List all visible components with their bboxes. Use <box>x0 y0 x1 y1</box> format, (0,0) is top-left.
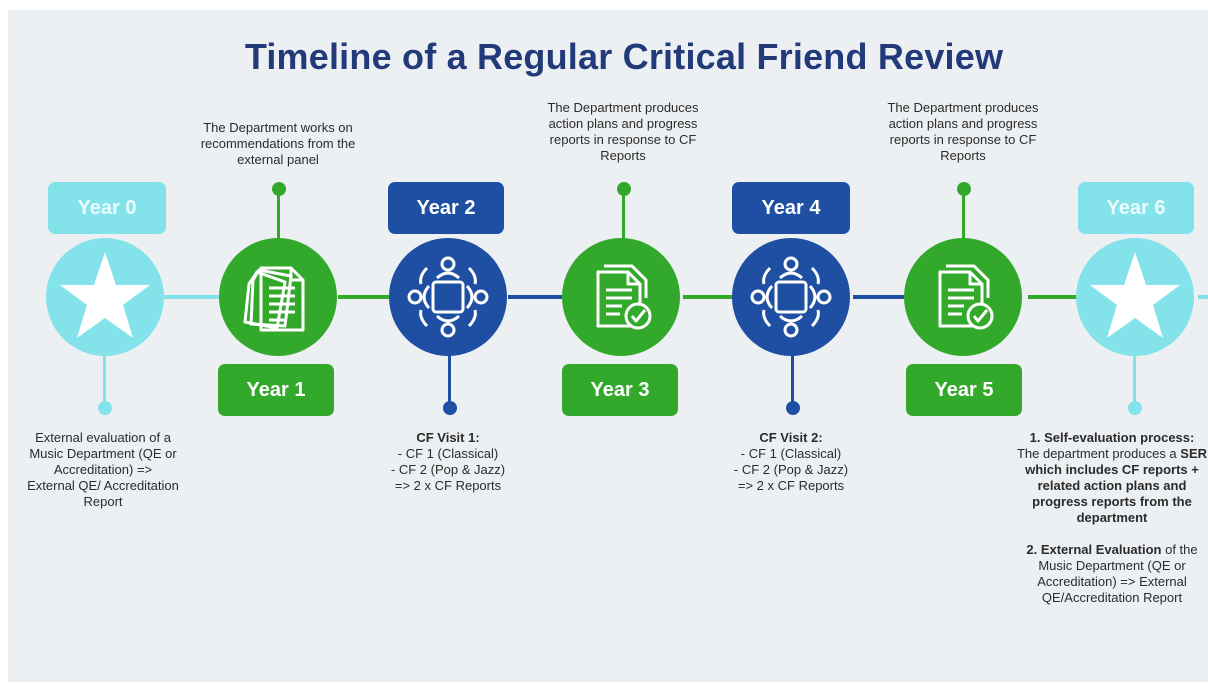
year1-note: The Department works on recommendations … <box>178 120 378 168</box>
external-evaluation-heading: 2. External Evaluation <box>1026 542 1162 557</box>
year0-note-line: Report <box>83 494 123 509</box>
year2-note-line: - CF 2 (Pop & Jazz) <box>390 462 506 477</box>
year3-circle <box>562 238 680 356</box>
year2-dot <box>443 401 457 415</box>
self-evaluation-bold: SER which includes CF reports + related … <box>1025 446 1208 525</box>
year6-dot <box>1128 401 1142 415</box>
documents-icon <box>243 266 305 332</box>
timeline-line-5-6 <box>1028 295 1095 299</box>
external-evaluation-text: of the Music Department (QE or Accredita… <box>1037 542 1198 605</box>
year3-note-line: Reports <box>600 148 646 163</box>
year0-note-line: Music Department (QE or <box>29 446 177 461</box>
year3-note-line: action plans and progress <box>548 116 698 131</box>
meeting-icon <box>407 256 489 338</box>
year1-label: Year 1 <box>218 364 334 416</box>
year0-stem <box>103 353 106 408</box>
self-evaluation-text: The department produces a <box>1016 446 1177 461</box>
year6-label: Year 6 <box>1078 182 1194 234</box>
report-check-icon <box>938 264 994 330</box>
timeline-line-2-3 <box>508 295 578 299</box>
year1-note-line: recommendations from the <box>200 136 356 151</box>
star-icon <box>1090 252 1180 338</box>
star-icon <box>60 252 150 338</box>
year3-label: Year 3 <box>562 364 678 416</box>
year6-stem <box>1133 353 1136 408</box>
year4-note-line: - CF 1 (Classical) <box>740 446 842 461</box>
year0-dot <box>98 401 112 415</box>
timeline-canvas: Timeline of a Regular Critical Friend Re… <box>8 10 1208 682</box>
year3-note-line: The Department produces <box>547 100 699 115</box>
year3-note-line: reports in response to CF <box>549 132 697 147</box>
year5-label: Year 5 <box>906 364 1022 416</box>
year5-circle <box>904 238 1022 356</box>
timeline-line-0-1 <box>163 295 233 299</box>
timeline-line-6-end <box>1198 295 1208 299</box>
year2-circle <box>389 238 507 356</box>
cf-visit-1-heading: CF Visit 1: <box>416 430 480 445</box>
year0-note-line: Accreditation) => <box>53 462 153 477</box>
meeting-icon <box>750 256 832 338</box>
year0-note-line: External QE/ Accreditation <box>27 478 179 493</box>
year5-note-line: reports in response to CF <box>889 132 1037 147</box>
year4-stem <box>791 353 794 408</box>
self-evaluation-heading: 1. Self-evaluation process: <box>1029 430 1195 445</box>
year5-dot <box>957 182 971 196</box>
page-title: Timeline of a Regular Critical Friend Re… <box>244 36 1004 77</box>
year2-note-line: => 2 x CF Reports <box>394 478 502 493</box>
year5-note-line: The Department produces <box>887 100 1039 115</box>
year2-note-line: - CF 1 (Classical) <box>397 446 499 461</box>
year4-circle <box>732 238 850 356</box>
year4-label: Year 4 <box>732 182 850 234</box>
year1-note-line: The Department works on <box>203 120 353 135</box>
year2-note: CF Visit 1: - CF 1 (Classical) - CF 2 (P… <box>363 430 533 494</box>
year3-note: The Department produces action plans and… <box>523 100 723 164</box>
year6-circle <box>1076 238 1194 356</box>
year4-dot <box>786 401 800 415</box>
year5-stem <box>962 193 965 240</box>
report-check-icon <box>596 264 652 330</box>
year2-label: Year 2 <box>388 182 504 234</box>
year1-stem <box>277 193 280 240</box>
year1-note-line: external panel <box>237 152 319 167</box>
year4-note: CF Visit 2: - CF 1 (Classical) - CF 2 (P… <box>706 430 876 494</box>
year3-stem <box>622 193 625 240</box>
year4-note-line: - CF 2 (Pop & Jazz) <box>733 462 849 477</box>
year4-note-line: => 2 x CF Reports <box>737 478 845 493</box>
year5-note-line: action plans and progress <box>888 116 1038 131</box>
year0-note-line: External evaluation of a <box>35 430 171 445</box>
cf-visit-2-heading: CF Visit 2: <box>759 430 823 445</box>
year1-circle <box>219 238 337 356</box>
year6-note: 1. Self-evaluation process: The departme… <box>1016 430 1208 606</box>
year0-label: Year 0 <box>48 182 166 234</box>
timeline-line-3-4 <box>683 295 750 299</box>
year5-note: The Department produces action plans and… <box>863 100 1063 164</box>
timeline-line-1-2 <box>338 295 405 299</box>
year5-note-line: Reports <box>940 148 986 163</box>
year2-stem <box>448 353 451 408</box>
year0-circle <box>46 238 164 356</box>
year1-dot <box>272 182 286 196</box>
note-spacer <box>1016 526 1208 542</box>
year3-dot <box>617 182 631 196</box>
timeline-line-4-5 <box>853 295 923 299</box>
year0-note: External evaluation of a Music Departmen… <box>8 430 198 510</box>
